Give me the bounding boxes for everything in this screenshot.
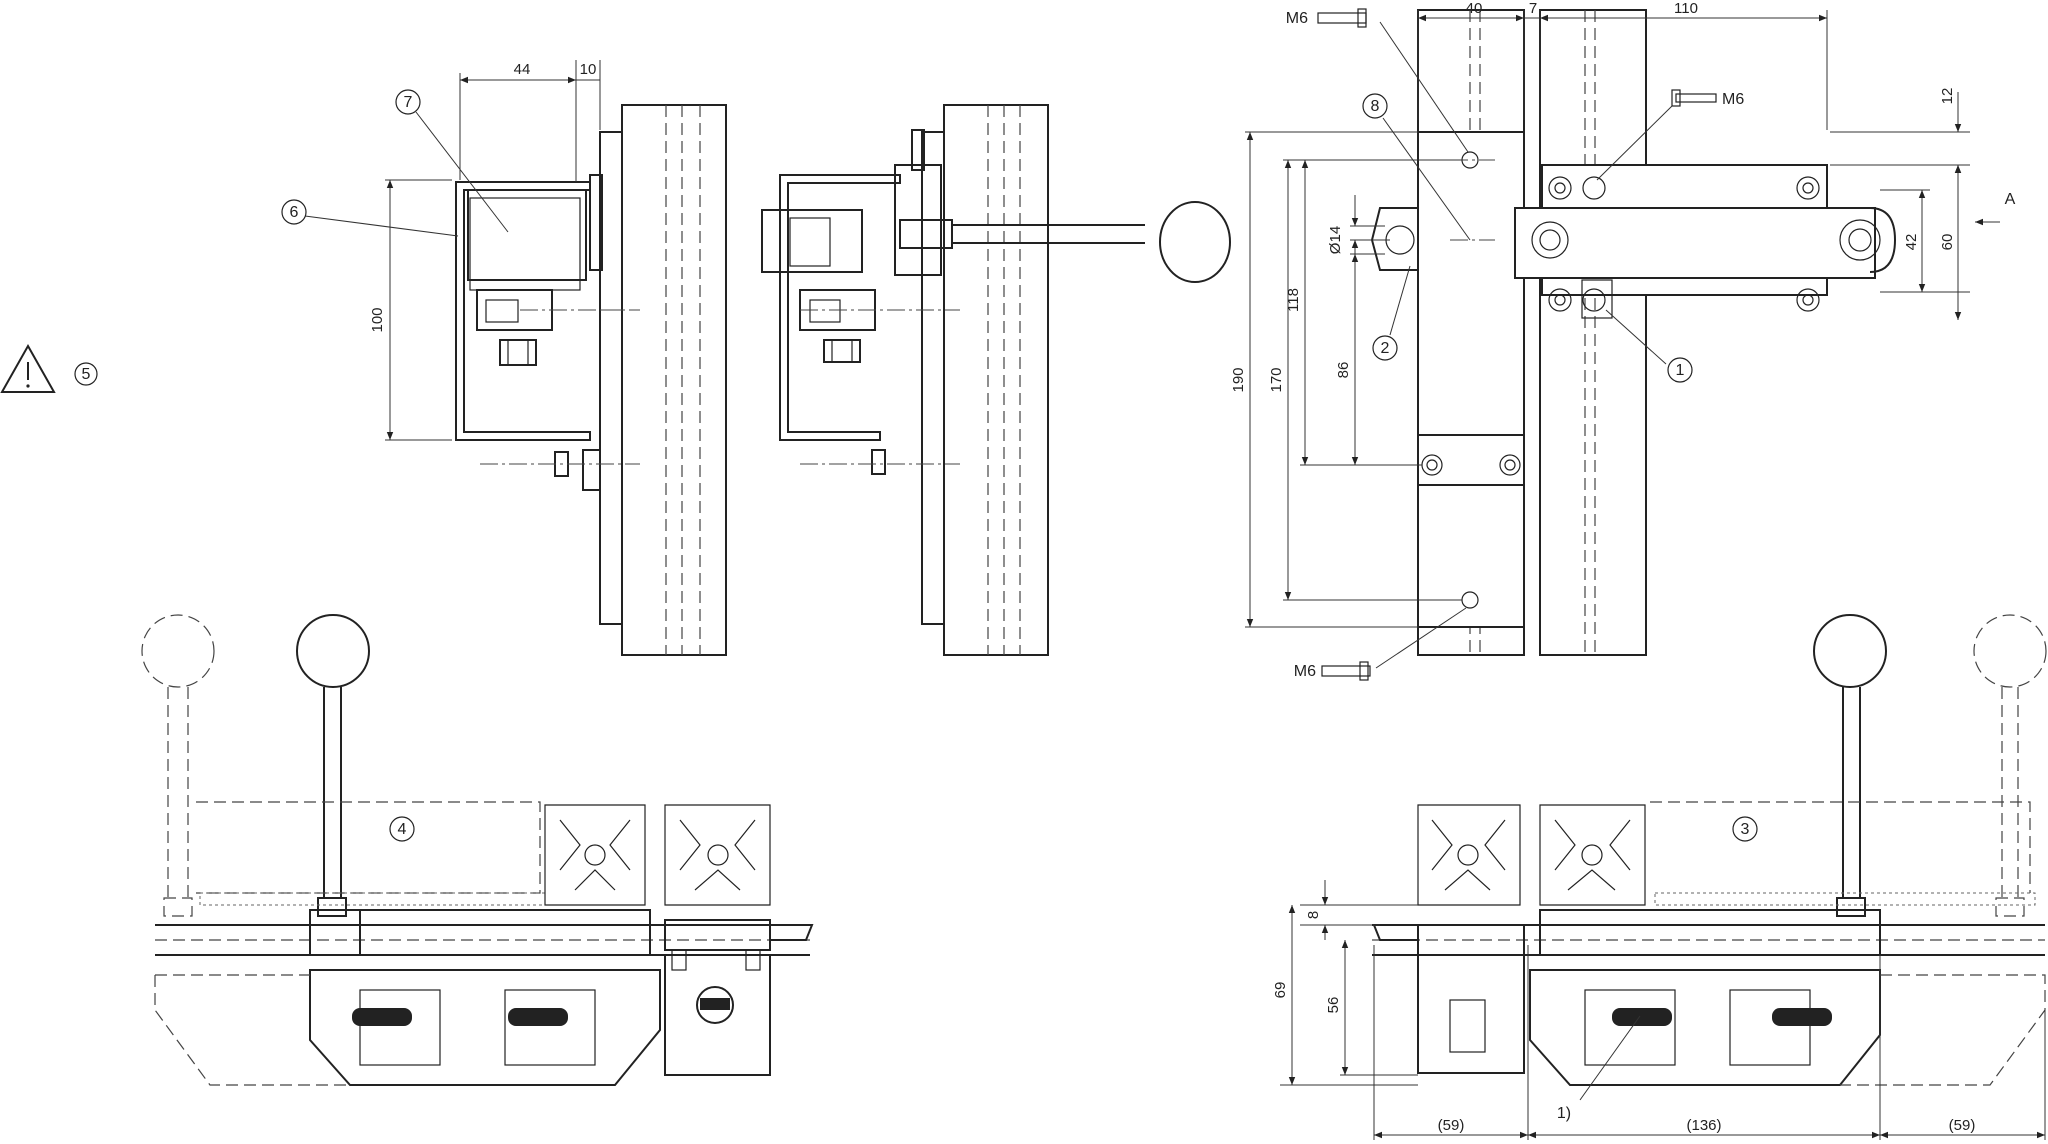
svg-text:(136): (136): [1686, 1117, 1721, 1134]
svg-text:86: 86: [1335, 362, 1352, 379]
side-view-handle: [761, 104, 1231, 656]
svg-text:7: 7: [1529, 0, 1537, 17]
svg-text:118: 118: [1285, 288, 1302, 312]
svg-text:M6: M6: [1294, 663, 1316, 680]
side-view-closed: 44 10 100 6 7: [281, 60, 727, 656]
svg-text:2: 2: [1381, 340, 1390, 357]
svg-text:Ø14: Ø14: [1327, 226, 1344, 254]
svg-text:110: 110: [1674, 0, 1698, 17]
svg-text:(59): (59): [1438, 1117, 1465, 1134]
screw-right: M6: [1671, 89, 1744, 108]
svg-text:42: 42: [1903, 234, 1920, 251]
callout-6: 6: [281, 199, 307, 225]
screw-top: M6: [1286, 8, 1367, 28]
svg-text:8: 8: [1371, 98, 1380, 115]
svg-text:8: 8: [1305, 911, 1322, 919]
svg-text:100: 100: [369, 307, 386, 332]
callout-8: 8: [1362, 93, 1388, 119]
svg-text:1): 1): [1557, 1105, 1571, 1122]
top-view-right: 3 8 69 56: [1272, 614, 2047, 1140]
svg-text:M6: M6: [1722, 91, 1744, 108]
callout-1: 1: [1667, 357, 1693, 383]
svg-text:3: 3: [1741, 821, 1750, 838]
svg-text:10: 10: [580, 61, 597, 78]
svg-text:7: 7: [404, 94, 413, 111]
svg-text:4: 4: [398, 821, 407, 838]
callout-2: 2: [1372, 335, 1398, 361]
top-view-left: 4: [141, 614, 814, 1086]
svg-text:12: 12: [1939, 88, 1956, 105]
svg-text:40: 40: [1466, 0, 1483, 17]
svg-text:69: 69: [1272, 982, 1289, 999]
svg-text:44: 44: [514, 61, 531, 78]
callout-5: 5: [74, 362, 98, 386]
svg-text:M6: M6: [1286, 10, 1308, 27]
svg-text:A: A: [2005, 191, 2016, 208]
svg-text:5: 5: [82, 366, 91, 383]
svg-text:6: 6: [290, 204, 299, 221]
warning-triangle-icon: [0, 343, 56, 393]
front-view: 40 7 110 12 60 42 A 190 170 118 86: [1230, 0, 2016, 681]
screw-bottom: M6: [1294, 661, 1371, 681]
svg-text:170: 170: [1268, 367, 1285, 392]
svg-text:(59): (59): [1949, 1117, 1976, 1134]
svg-text:60: 60: [1939, 234, 1956, 251]
svg-text:190: 190: [1230, 367, 1247, 392]
svg-text:56: 56: [1325, 997, 1342, 1014]
callout-7: 7: [395, 89, 421, 115]
svg-text:1: 1: [1676, 362, 1685, 379]
